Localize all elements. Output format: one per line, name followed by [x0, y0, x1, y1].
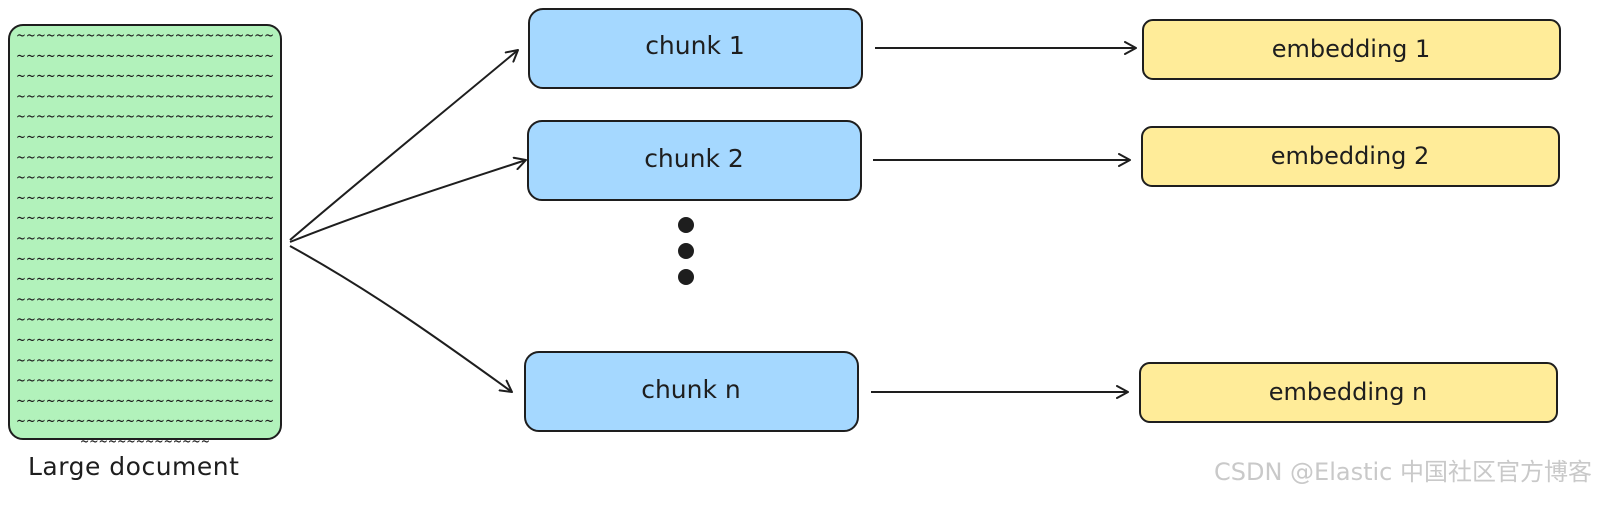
document-text-line: ~~~~~~~~~~~~~~~~~~~~~~~~~~	[16, 87, 274, 105]
document-text-line: ~~~~~~~~~~~~~~~~~~~~~~~~~~	[16, 412, 274, 430]
vertical-ellipsis-icon	[678, 217, 694, 285]
document-text-lines: ~~~~~~~~~~~~~~~~~~~~~~~~~~~~~~~~~~~~~~~~…	[16, 26, 274, 450]
document-text-line: ~~~~~~~~~~~~~~~~~~~~~~~~~~	[16, 67, 274, 85]
embedding-box	[1139, 362, 1558, 423]
chunk-label: chunk 1	[645, 31, 745, 60]
document-text-line: ~~~~~~~~~~~~~~~~~~~~~~~~~~	[16, 168, 274, 186]
arrow-doc-to-chunk-1	[289, 49, 519, 241]
embedding-box	[1142, 19, 1561, 80]
embedding-n: embedding n	[1139, 362, 1558, 423]
document-text-line: ~~~~~~~~~~~~~~~~~~~~~~~~~~	[16, 351, 274, 369]
document-text-line: ~~~~~~~~~~~~~~~~~~~~~~~~~~	[16, 209, 274, 227]
document-text-line: ~~~~~~~~~~~~~~~~~~~~~~~~~~	[16, 229, 274, 247]
chunk-box	[527, 120, 862, 201]
document-text-line: ~~~~~~~~~~~~~~~~~~~~~~~~~~	[16, 148, 274, 166]
document-text-line: ~~~~~~~~~~~~~~~~~~~~~~~~~~	[16, 290, 274, 308]
document-text-line: ~~~~~~~~~~~~~~~~~~~~~~~~~~	[16, 46, 274, 64]
watermark-text: CSDN @Elastic 中国社区官方博客	[1214, 458, 1592, 486]
document-text-line: ~~~~~~~~~~~~~~~~~~~~~~~~~~	[16, 371, 274, 389]
chunk-box	[528, 8, 863, 89]
document-box	[8, 24, 282, 440]
embedding-label: embedding 1	[1272, 35, 1431, 63]
document-text-line: ~~~~~~~~~~~~~~~~~~~~~~~~~~	[16, 107, 274, 125]
arrow-doc-to-chunk-n	[289, 245, 513, 393]
chunk-to-embedding-arrows	[871, 41, 1137, 399]
document-text-line-last: ~~~~~~~~~~~~~~	[80, 432, 210, 450]
document-text-line: ~~~~~~~~~~~~~~~~~~~~~~~~~~	[16, 331, 274, 349]
chunk-2: chunk 2	[527, 120, 862, 201]
embedding-box	[1141, 126, 1560, 187]
document-text-line: ~~~~~~~~~~~~~~~~~~~~~~~~~~	[16, 310, 274, 328]
chunk-n: chunk n	[524, 351, 859, 432]
document-text-line: ~~~~~~~~~~~~~~~~~~~~~~~~~~	[16, 391, 274, 409]
document-text-line: ~~~~~~~~~~~~~~~~~~~~~~~~~~	[16, 249, 274, 267]
chunk-box	[524, 351, 859, 432]
chunk-label: chunk n	[641, 375, 741, 404]
arrow-doc-to-chunk-2	[289, 156, 527, 243]
document-label: Large document	[28, 452, 240, 481]
chunk-label: chunk 2	[644, 144, 744, 173]
embedding-2: embedding 2	[1141, 126, 1560, 187]
embedding-1: embedding 1	[1142, 19, 1561, 80]
document-text-line: ~~~~~~~~~~~~~~~~~~~~~~~~~~	[16, 26, 274, 44]
document-to-chunk-arrows	[289, 49, 527, 393]
document-text-line: ~~~~~~~~~~~~~~~~~~~~~~~~~~	[16, 188, 274, 206]
document-text-line: ~~~~~~~~~~~~~~~~~~~~~~~~~~	[16, 128, 274, 146]
large-document: ~~~~~~~~~~~~~~~~~~~~~~~~~~~~~~~~~~~~~~~~…	[8, 24, 282, 450]
chunk-1: chunk 1	[528, 8, 863, 89]
embedding-label: embedding n	[1269, 378, 1428, 406]
document-text-line: ~~~~~~~~~~~~~~~~~~~~~~~~~~	[16, 270, 274, 288]
embedding-label: embedding 2	[1271, 142, 1430, 170]
